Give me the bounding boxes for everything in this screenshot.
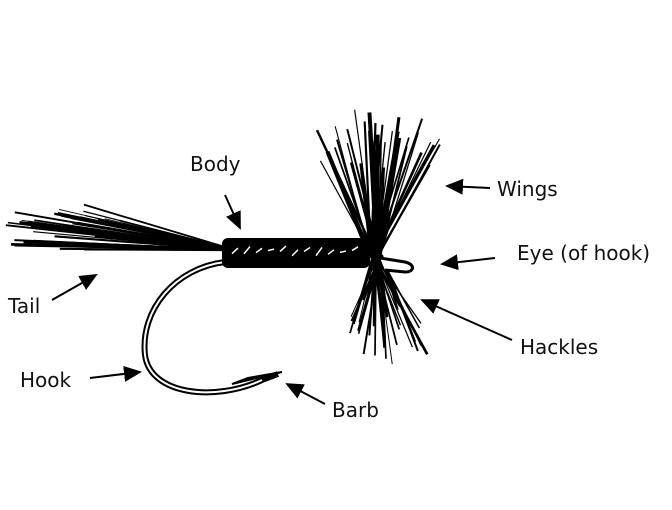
tail-fibers — [5, 203, 236, 252]
wing-fiber — [346, 142, 378, 259]
label-barb: Barb — [332, 398, 379, 422]
wing-fiber — [369, 141, 380, 259]
hook-inner-line — [143, 261, 263, 394]
body-arrow — [224, 194, 241, 230]
wing-fiber — [378, 132, 419, 259]
tail-arrow — [51, 274, 98, 301]
body-rib — [303, 246, 311, 253]
hook-shape — [141, 259, 280, 396]
body-rib — [327, 249, 335, 255]
label-wings: Wings — [497, 177, 558, 201]
body-rib — [243, 246, 251, 255]
body-rib — [231, 247, 239, 255]
hook-arrow — [89, 365, 142, 382]
tail-fiber — [14, 211, 236, 251]
wings-arrow — [445, 178, 491, 195]
hook-body-wrap — [222, 238, 370, 268]
hackle-fiber — [358, 254, 376, 323]
body-rib — [291, 249, 299, 257]
label-hook: Hook — [20, 368, 72, 392]
wing-fiber — [372, 118, 424, 259]
body-rib — [267, 248, 275, 252]
body-rib — [255, 247, 263, 254]
body-rib — [339, 250, 347, 254]
wing-fiber — [369, 124, 384, 259]
wing-fiber — [336, 139, 373, 259]
wing-fibers — [315, 109, 441, 259]
hook-eye — [379, 256, 414, 274]
tail-fiber — [32, 224, 236, 252]
label-body: Body — [190, 152, 241, 176]
wing-fiber — [372, 141, 386, 259]
body-ribbing — [231, 245, 359, 257]
callout-arrows — [51, 178, 513, 405]
wing-fiber — [376, 144, 441, 259]
body-rib — [315, 246, 323, 257]
tail-fiber — [79, 216, 236, 251]
label-hackles: Hackles — [520, 335, 599, 359]
barb-arrow — [285, 383, 326, 405]
tail-fiber — [83, 203, 236, 251]
wing-fiber — [372, 152, 423, 259]
tail-fiber — [23, 241, 236, 252]
body-rib — [351, 246, 359, 252]
label-eye: Eye (of hook) — [517, 241, 651, 265]
wing-fiber — [374, 130, 393, 259]
hackle-fiber — [357, 254, 381, 332]
body-rib — [279, 245, 287, 252]
hackles-arrow — [420, 299, 513, 341]
label-tail: Tail — [8, 294, 41, 318]
tail-fiber — [21, 219, 236, 251]
hackle-fiber — [371, 254, 429, 355]
hackle-fiber — [356, 254, 377, 310]
barb-shape — [231, 371, 283, 385]
hackle-fiber — [362, 254, 381, 355]
eye-arrow — [440, 254, 496, 271]
